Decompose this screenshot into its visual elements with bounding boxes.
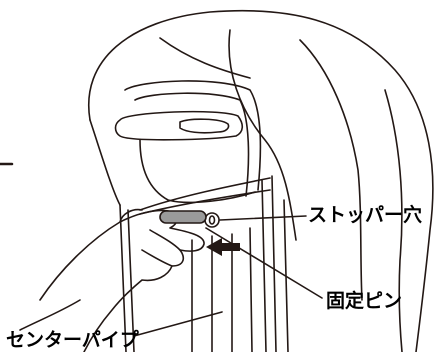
cover-fold-1 (228, 29, 297, 241)
handle-grip (114, 110, 244, 141)
frame-outline (124, 80, 262, 191)
frame-rail-2 (271, 175, 277, 352)
cover-fold-2 (299, 39, 363, 301)
frame-lower (139, 139, 256, 204)
label-stopper-hole: ストッパー穴 (308, 204, 423, 226)
frame-rail-1 (261, 179, 267, 352)
cover-left-edge (89, 119, 121, 206)
direction-arrow-icon (206, 238, 240, 256)
label-fixing-pin: 固定ピン (326, 290, 403, 312)
label-center-pipe: センターパイプ (6, 329, 139, 351)
hand-finger-2 (141, 249, 173, 267)
stopper-hole-inner (208, 215, 216, 225)
stopper-hole-outer (204, 212, 220, 228)
handle-grip-inner (179, 118, 230, 134)
frame-inner (134, 92, 250, 197)
cover-outline (87, 9, 434, 352)
cover-fold-3 (384, 89, 403, 352)
leader-pipe (133, 311, 223, 337)
leader-stopper (219, 215, 307, 221)
strap (139, 177, 271, 211)
pipe-line-2 (127, 209, 135, 352)
fixing-pin (159, 210, 207, 224)
center-pipe-right (249, 227, 253, 352)
hand-finger-1 (149, 229, 181, 251)
cover-fold-4 (159, 37, 251, 79)
hand-outline (39, 209, 205, 352)
leader-pin (205, 227, 323, 299)
wrist (19, 299, 81, 331)
hand-thumb (119, 208, 143, 223)
pipe-line-1 (119, 204, 127, 352)
